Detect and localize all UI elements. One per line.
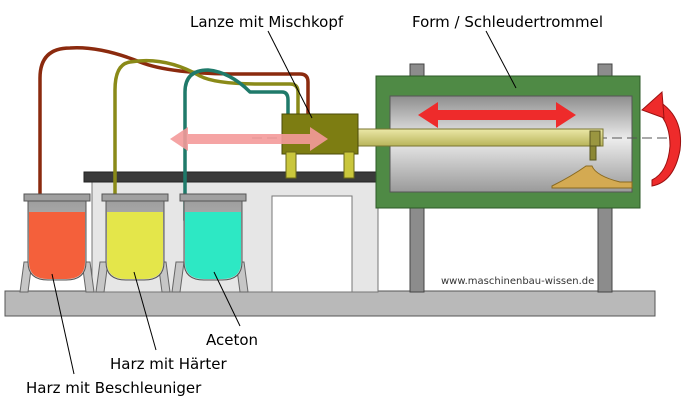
rotation-arrow	[641, 90, 682, 187]
hose-resin-accelerator	[38, 46, 310, 222]
leader-lines	[51, 30, 517, 375]
beaker-resin-hardener	[101, 193, 169, 281]
base-plate	[4, 290, 656, 317]
mixing-head	[281, 113, 359, 179]
label-mold: Form / Schleudertrommel	[412, 13, 603, 31]
beaker-acetone	[179, 193, 247, 281]
hoses	[38, 46, 310, 222]
credit-text: www.maschinenbau-wissen.de	[441, 276, 594, 287]
hose-acetone	[183, 68, 290, 222]
beaker-resin-accelerator	[23, 193, 91, 281]
lance-movement-arrow	[170, 127, 328, 151]
label-resin-hardener: Harz mit Härter	[110, 355, 227, 373]
hose-resin-hardener	[113, 58, 300, 222]
label-resin-accelerator: Harz mit Beschleuniger	[26, 379, 202, 397]
label-lance: Lanze mit Mischkopf	[190, 13, 344, 31]
drum-movement-arrow	[418, 102, 576, 128]
label-acetone: Aceton	[206, 331, 258, 349]
